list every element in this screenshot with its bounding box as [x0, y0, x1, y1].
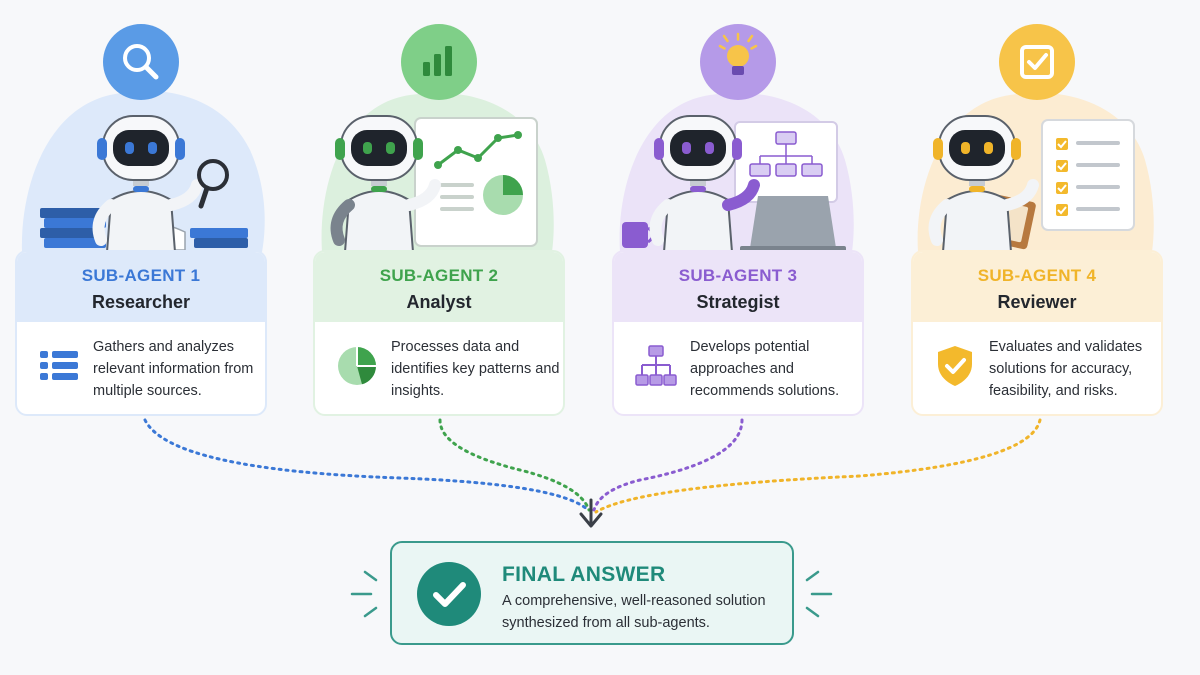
pie-chart-icon — [338, 347, 376, 385]
magnifier-icon — [103, 24, 179, 100]
lightbulb-icon — [700, 24, 776, 100]
shield-check-icon — [938, 346, 972, 386]
card-body: Evaluates and validates solutions for ac… — [913, 322, 1161, 414]
agent-description: Processes data and identifies key patter… — [391, 339, 560, 399]
card-body: Gathers and analyzes relevant informatio… — [17, 322, 265, 414]
agent-scene-strategist — [619, 24, 854, 253]
bar-chart-icon — [401, 24, 477, 100]
highlight-burst-lines — [350, 570, 833, 618]
card-header: SUB-AGENT 4 Reviewer — [913, 252, 1161, 322]
final-answer-description: A comprehensive, well-reasoned solution … — [502, 593, 766, 631]
card-body: Develops potential approaches and recomm… — [614, 322, 862, 414]
agent-scene-researcher — [21, 24, 265, 253]
connector-strategist — [592, 418, 744, 512]
agent-card-analyst: SUB-AGENT 2 Analyst Processes data and i… — [313, 250, 565, 416]
agent-tag: SUB-AGENT 3 — [678, 266, 798, 285]
agent-role: Analyst — [406, 292, 472, 312]
agent-card-reviewer: SUB-AGENT 4 Reviewer Evaluates and valid… — [911, 250, 1163, 416]
robot-illustration — [92, 115, 229, 253]
connector-researcher — [143, 418, 590, 512]
scene-props — [622, 121, 846, 252]
agent-tag: SUB-AGENT 2 — [379, 266, 499, 285]
connector-analyst — [438, 418, 591, 512]
final-answer-box: FINAL ANSWER A comprehensive, well-reaso… — [390, 541, 794, 645]
agent-scene-analyst — [321, 24, 554, 253]
checkbox-icon — [999, 24, 1075, 100]
merge-arrow-icon — [579, 498, 603, 528]
agent-tag: SUB-AGENT 1 — [81, 266, 201, 285]
robot-illustration — [649, 115, 760, 253]
final-answer-title: FINAL ANSWER — [502, 563, 666, 586]
agent-card-strategist: SUB-AGENT 3 Strategist Develops potentia… — [612, 250, 864, 416]
card-header: SUB-AGENT 1 Researcher — [17, 252, 265, 322]
connector-reviewer — [594, 418, 1042, 514]
robot-illustration — [928, 115, 1039, 253]
card-header: SUB-AGENT 2 Analyst — [315, 252, 563, 322]
list-icon — [40, 351, 78, 380]
agent-description: Develops potential approaches and recomm… — [690, 339, 840, 399]
dotted-connectors — [143, 418, 1042, 514]
check-circle-icon — [417, 562, 481, 626]
agent-role: Strategist — [696, 292, 780, 312]
robot-illustration — [330, 115, 441, 253]
agent-card-researcher: SUB-AGENT 1 Researcher Gathers and analy… — [15, 250, 267, 416]
flowchart-icon — [635, 345, 677, 386]
card-body: Processes data and identifies key patter… — [315, 322, 563, 414]
agent-description: Evaluates and validates solutions for ac… — [989, 339, 1143, 399]
agent-scene-reviewer — [917, 24, 1154, 253]
agent-role: Reviewer — [997, 292, 1077, 312]
card-header: SUB-AGENT 3 Strategist — [614, 252, 862, 322]
agent-tag: SUB-AGENT 4 — [977, 266, 1097, 285]
agent-illustrations — [21, 24, 1154, 253]
agent-role: Researcher — [91, 292, 191, 312]
agent-description: Gathers and analyzes relevant informatio… — [93, 339, 254, 399]
scene-props — [414, 117, 538, 247]
